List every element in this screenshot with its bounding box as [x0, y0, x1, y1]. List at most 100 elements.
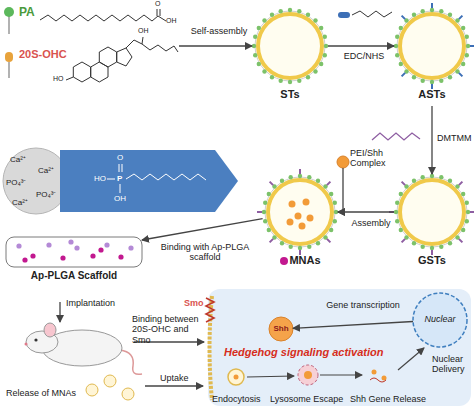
lipid-head: [288, 80, 292, 84]
flow-arrow: [293, 322, 413, 329]
lipid-head: [465, 219, 469, 223]
lipid-head: [448, 179, 452, 183]
node-label: Ap-PLGA Scaffold: [5, 270, 143, 282]
lipid-head: [421, 175, 425, 179]
lipid-head: [329, 228, 333, 232]
bilayer: [400, 180, 464, 244]
lipid-head: [262, 69, 266, 73]
surface-ligand: [402, 182, 406, 186]
complex-particle: PEI/Shh Complex: [336, 148, 398, 178]
side-chain: [126, 40, 178, 52]
lipid-head: [430, 80, 434, 84]
lipid-head: [461, 62, 465, 66]
annotation: O: [155, 0, 160, 8]
lipid-head: [333, 219, 337, 223]
lipid-head: [329, 192, 333, 196]
flow-arrow: [431, 106, 432, 174]
lipid-head: [439, 79, 443, 83]
ring: [73, 62, 90, 82]
anchor: [262, 174, 338, 250]
node-label: Nuclear: [412, 314, 468, 324]
lipid-head: [394, 44, 398, 48]
mna-dot: [90, 253, 95, 258]
lipid-head: [430, 174, 434, 178]
lipid-head: [448, 13, 452, 17]
mna-dot: [30, 253, 35, 258]
lipid-head: [465, 201, 469, 205]
node-label: PEI/Shh Complex: [350, 148, 398, 169]
node-label: PA: [19, 6, 35, 20]
lipid-head: [307, 175, 311, 179]
lipid-head: [439, 175, 443, 179]
lipid-head: [439, 245, 443, 249]
mna-dot: [128, 245, 133, 250]
node-label: Hedgehog signaling activation: [224, 346, 414, 359]
lipid-head: [461, 228, 465, 232]
node-label: 20S-OHC: [19, 48, 67, 61]
annotation: P: [117, 174, 122, 183]
lipid-head: [430, 8, 434, 12]
surface-ligand: [327, 182, 331, 186]
scaffold: Ap-PLGA Scaffold: [5, 236, 143, 286]
endosome: [228, 369, 244, 385]
bilayer-edge: [255, 11, 325, 81]
flow-arrow: [142, 219, 263, 240]
bond: [160, 9, 161, 16]
lipid-head: [316, 179, 320, 183]
binding-zoom: [60, 150, 238, 212]
mna-dot: [16, 243, 21, 248]
bilayer-edge: [265, 177, 335, 247]
lipid-head: [289, 245, 293, 249]
surface-ligand: [389, 45, 394, 47]
lipid-head: [288, 8, 292, 12]
guanidine-chain: [372, 133, 420, 140]
lipid-head: [267, 228, 271, 232]
surface-ligand: [270, 182, 274, 186]
scaffold-body: [6, 237, 142, 267]
lipid-head: [395, 35, 399, 39]
released-vesicle: [86, 384, 98, 396]
lipid-head: [289, 175, 293, 179]
released-vesicle: [122, 388, 134, 400]
bond: [66, 77, 73, 80]
fatty-acid-chain: [40, 15, 158, 21]
cargo: [304, 371, 312, 379]
bond: [142, 37, 143, 44]
lipid-head: [306, 75, 310, 79]
lipid-head: [257, 62, 261, 66]
cell-body: [208, 289, 471, 406]
annotation: O: [117, 153, 123, 162]
binding-arrow: [134, 341, 204, 342]
annotation: Ca²⁺: [12, 198, 28, 207]
nucleus-envelope: [413, 293, 467, 347]
lipid-head: [395, 53, 399, 57]
annotation: Ca²⁺: [38, 166, 54, 175]
lipid-tail: [8, 16, 10, 34]
lipid-head: [253, 53, 257, 57]
surface-ligand: [402, 73, 406, 77]
lipid-head: [465, 53, 469, 57]
lipid-head: [280, 241, 284, 245]
mna-dot: [46, 242, 51, 247]
gene-complex: [295, 213, 302, 220]
bond: [158, 16, 166, 21]
lipid-head: [4, 7, 14, 17]
lipid-head: [395, 201, 399, 205]
bond: [120, 184, 121, 193]
surface-ligand: [459, 73, 463, 77]
lipid-head: [319, 26, 323, 30]
surface-ligand: [459, 239, 463, 243]
flow-arrow: [338, 168, 343, 212]
gene-complex: [303, 199, 310, 206]
lipid-head: [298, 246, 302, 250]
lipid-head: [253, 35, 257, 39]
mouse-eye: [34, 338, 37, 341]
anchor: [252, 8, 328, 84]
sterol-icon: [5, 52, 13, 62]
anchor: [394, 8, 470, 84]
mna-marker: [280, 257, 288, 265]
lipid-head: [421, 245, 425, 249]
released-gene: [372, 370, 377, 375]
lipid-head: [263, 201, 267, 205]
vesicle: GSTs: [392, 172, 472, 272]
